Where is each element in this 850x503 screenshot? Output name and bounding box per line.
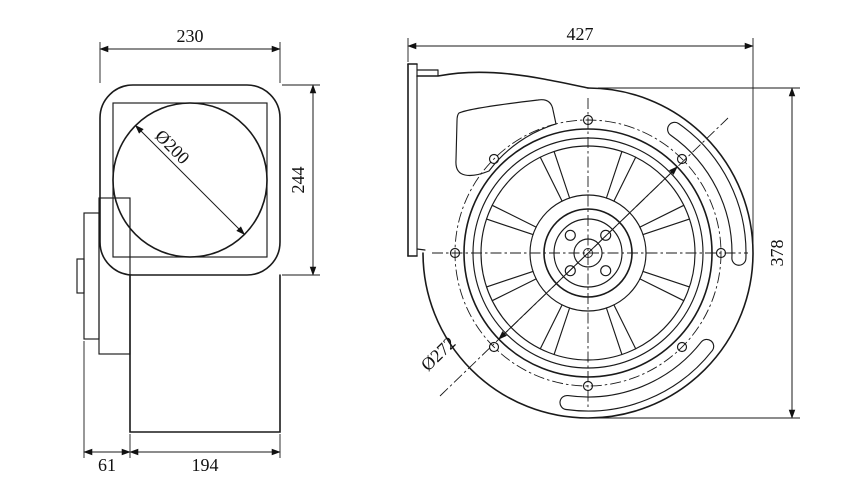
housing-slot-bottom bbox=[559, 338, 715, 412]
outlet-duct-top-wall bbox=[416, 71, 589, 89]
hub-bolt-icon bbox=[564, 229, 576, 241]
motor-fins bbox=[98, 197, 131, 355]
motor-end-cap bbox=[83, 212, 100, 340]
screw-icon bbox=[676, 153, 688, 165]
hub-bolt-icon bbox=[600, 265, 612, 277]
screw-icon bbox=[488, 341, 500, 353]
dim-outlet-height-label: 244 bbox=[288, 167, 308, 194]
dim-outlet-width-label: 230 bbox=[177, 26, 204, 46]
fan-body bbox=[129, 274, 281, 433]
dim-outlet-height: 244 bbox=[282, 84, 320, 276]
outlet-flange-front bbox=[407, 63, 439, 257]
housing-window-cutout bbox=[455, 99, 557, 177]
dim-bottom: 61 194 bbox=[83, 341, 281, 475]
side-view: Ø200 230 244 61 194 bbox=[76, 26, 320, 475]
dim-overall-width-label: 427 bbox=[567, 24, 594, 44]
dim-overall-height-label: 378 bbox=[767, 240, 787, 267]
outlet-flange bbox=[99, 84, 281, 276]
dim-body-depth-label: 194 bbox=[192, 455, 219, 475]
dim-overall-width: 427 bbox=[407, 24, 754, 248]
screw-icon bbox=[488, 153, 500, 165]
fan-housing-outline bbox=[422, 87, 754, 419]
dim-motor-depth-label: 61 bbox=[98, 455, 116, 475]
front-view: Ø272 427 378 bbox=[407, 24, 800, 419]
motor-shaft-nub bbox=[76, 258, 85, 294]
outlet-circle bbox=[112, 102, 268, 258]
diameter-line-200 bbox=[134, 124, 246, 236]
dim-overall-height: 378 bbox=[598, 87, 800, 419]
housing-slot-top bbox=[667, 121, 747, 266]
diameter-line-272 bbox=[498, 166, 678, 340]
screw-icon bbox=[676, 341, 688, 353]
dim-outlet-width: 230 bbox=[99, 26, 281, 83]
dim-inlet-diameter-label: Ø272 bbox=[417, 333, 460, 375]
